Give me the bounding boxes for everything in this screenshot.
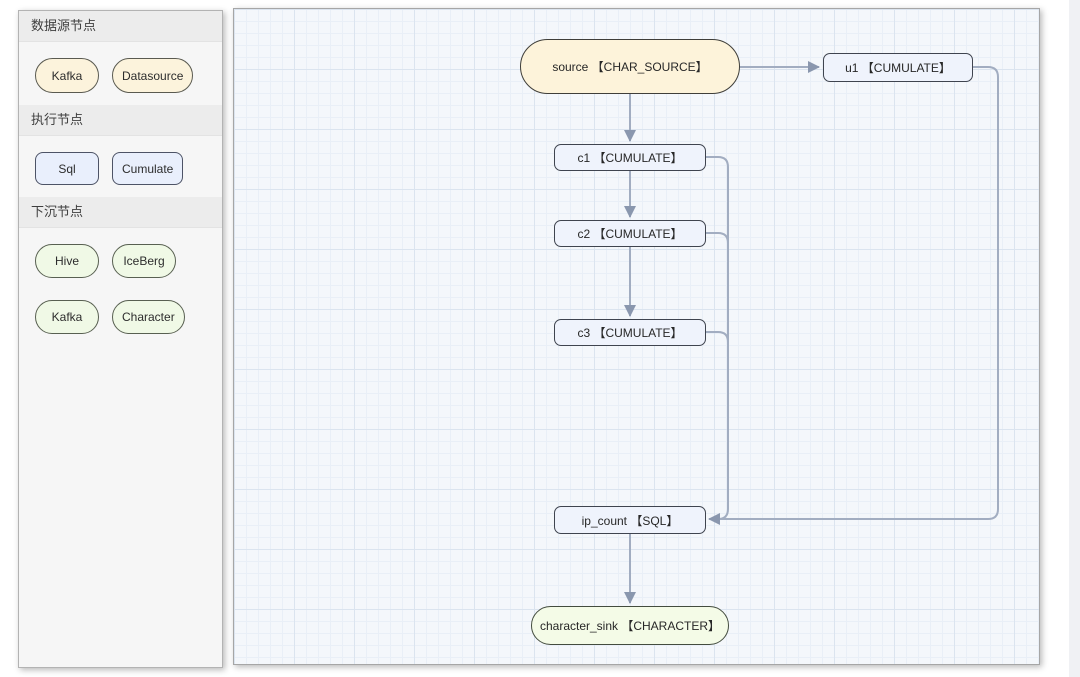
dag-canvas[interactable]: source 【CHAR_SOURCE】 u1 【CUMULATE】 c1 【C… [233, 8, 1040, 665]
palette-item-datasource[interactable]: Datasource [112, 58, 194, 93]
edge-u1-ip_count [716, 66, 999, 520]
dag-node-c1[interactable]: c1 【CUMULATE】 [554, 144, 706, 171]
palette-item-iceberg[interactable]: IceBerg [112, 244, 176, 278]
palette-section-source: 数据源节点 Kafka Datasource [19, 11, 222, 105]
section-header-execute-nodes: 执行节点 [19, 105, 222, 136]
edge-c3-join [706, 331, 729, 370]
palette-item-cumulate[interactable]: Cumulate [112, 152, 184, 185]
edge-c1-ip_count [706, 156, 729, 525]
dag-node-c2[interactable]: c2 【CUMULATE】 [554, 220, 706, 247]
dag-node-u1[interactable]: u1 【CUMULATE】 [823, 53, 973, 82]
section-header-sink-nodes: 下沉节点 [19, 197, 222, 228]
dag-node-ip_count[interactable]: ip_count 【SQL】 [554, 506, 706, 534]
node-palette-sidebar: 数据源节点 Kafka Datasource 执行节点 Sql Cumulate… [18, 10, 223, 668]
palette-item-sql[interactable]: Sql [35, 152, 99, 185]
palette-item-kafka-sink[interactable]: Kafka [35, 300, 99, 334]
dag-node-character_sink[interactable]: character_sink 【CHARACTER】 [531, 606, 729, 645]
edge-c2-join [706, 232, 729, 271]
section-body-source-nodes: Kafka Datasource [19, 42, 222, 105]
section-body-execute-nodes: Sql Cumulate [19, 136, 222, 197]
palette-section-sink: 下沉节点 Hive IceBerg Kafka Character [19, 197, 222, 346]
dag-node-c3[interactable]: c3 【CUMULATE】 [554, 319, 706, 346]
dag-edges [624, 61, 999, 604]
dag-node-source[interactable]: source 【CHAR_SOURCE】 [520, 39, 740, 94]
palette-item-hive[interactable]: Hive [35, 244, 99, 278]
section-body-sink-nodes: Hive IceBerg Kafka Character [19, 228, 222, 346]
palette-item-kafka-source[interactable]: Kafka [35, 58, 99, 93]
page-right-strip [1069, 0, 1080, 677]
palette-item-character[interactable]: Character [112, 300, 185, 334]
palette-section-execute: 执行节点 Sql Cumulate [19, 105, 222, 197]
section-header-source-nodes: 数据源节点 [19, 11, 222, 42]
